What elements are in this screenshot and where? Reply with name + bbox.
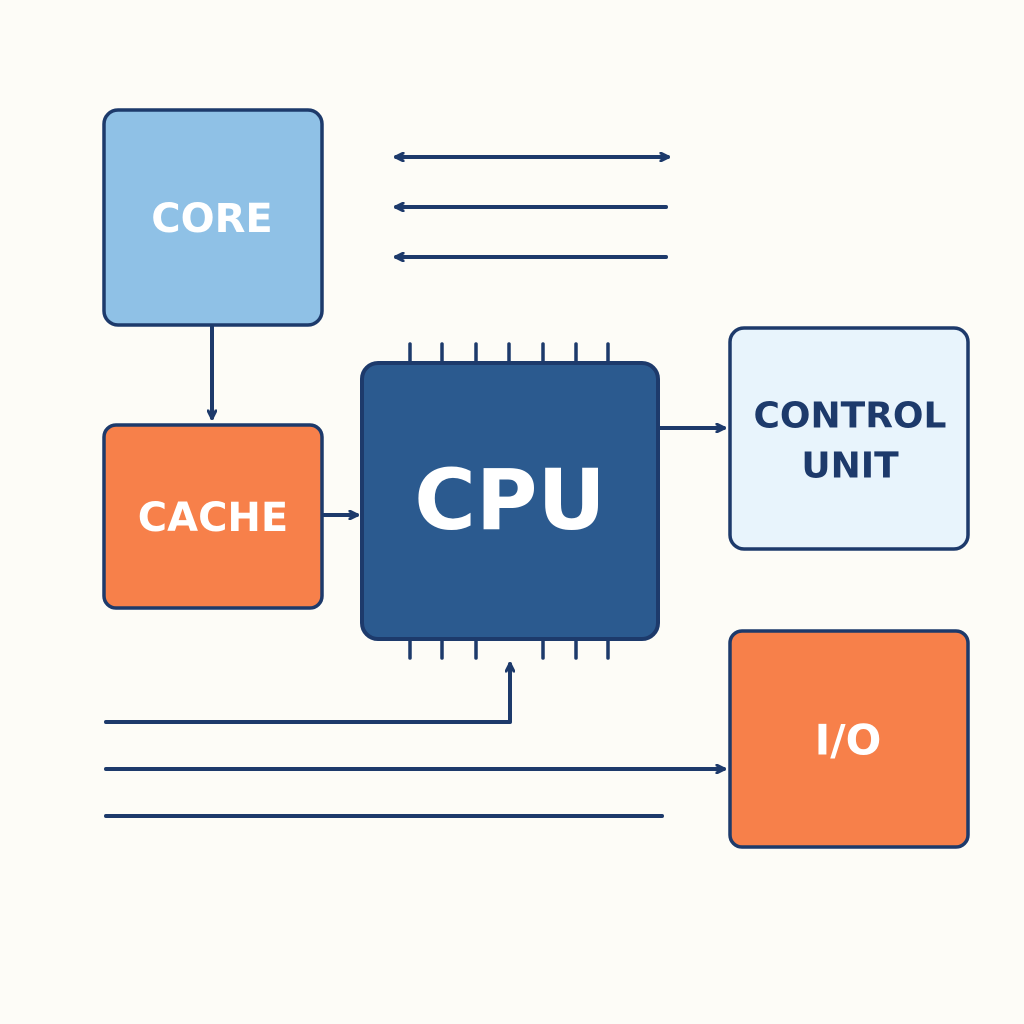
bottom-bus-lines: [104, 662, 726, 818]
cache-block: CACHE: [102, 423, 324, 610]
top-bus-lines: [394, 157, 670, 257]
cache-box: [102, 423, 324, 610]
cpu-bottom-pins: [408, 637, 610, 660]
core-label: CORE: [151, 196, 272, 242]
cpu-label: CPU: [414, 451, 605, 549]
io-box: [728, 629, 970, 849]
cpu-box: [360, 361, 660, 641]
control-unit-box: [728, 326, 970, 551]
core-box: [102, 108, 324, 327]
core-block: CORE: [102, 108, 324, 327]
cpu-top-pins: [408, 342, 610, 365]
bus-to-cpu-line: [104, 662, 510, 724]
control-unit-block: CONTROL UNIT: [728, 326, 970, 551]
io-label: I/O: [815, 716, 882, 765]
control-unit-label-line2: UNIT: [801, 446, 899, 487]
io-block: I/O: [728, 629, 970, 849]
cpu-chip: CPU: [360, 342, 660, 660]
control-unit-label-line1: CONTROL: [754, 396, 947, 437]
cache-label: CACHE: [138, 495, 288, 541]
